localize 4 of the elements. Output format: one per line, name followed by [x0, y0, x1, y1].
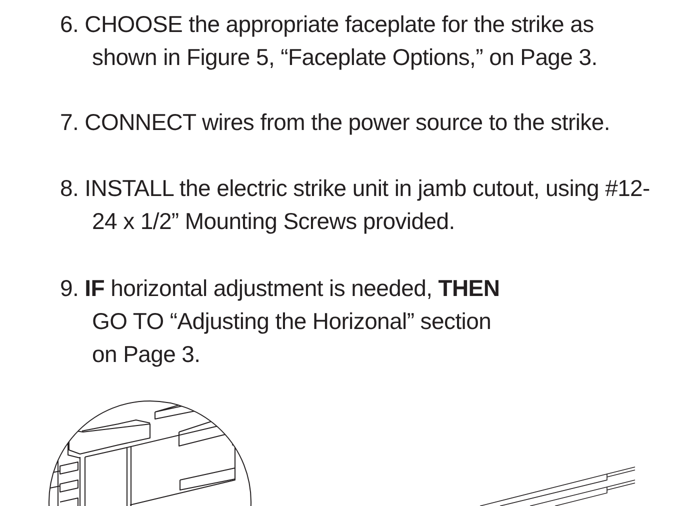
instruction-step: 9. IF horizontal adjustment is needed, THEN GO TO “Adjusting the Horizonal” section on Page 3. [60, 272, 512, 371]
instruction-step: 7. CONNECT wires from the power source to the strike. [60, 106, 682, 139]
instruction-step: 8. INSTALL the electric strike unit in jamb cutout, using #12-24 x 1/2” Mounting Screws provided. [60, 172, 657, 238]
instruction-step: 6. CHOOSE the appropriate faceplate for the strike as shown in Figure 5, “Faceplate Options,” on Page 3. [60, 8, 652, 74]
